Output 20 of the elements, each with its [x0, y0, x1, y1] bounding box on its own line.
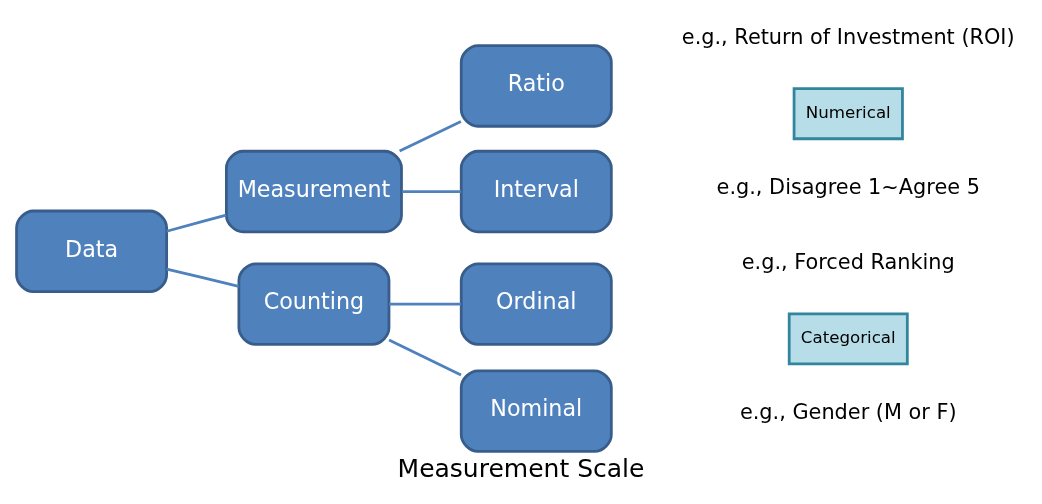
- connector: [388, 338, 462, 377]
- connector: [166, 213, 227, 233]
- label: e.g., Disagree 1~Agree 5: [716, 174, 980, 199]
- node-box: Numerical: [792, 87, 904, 141]
- node-box: Ratio: [459, 44, 613, 128]
- node-box: Ordinal: [459, 262, 613, 346]
- label: e.g., Forced Ranking: [741, 249, 955, 274]
- node-box: Counting: [237, 262, 391, 346]
- node-box: Interval: [459, 149, 613, 234]
- label: e.g., Return of Investment (ROI): [681, 24, 1015, 49]
- connector: [402, 190, 462, 193]
- node-box: Data: [15, 209, 169, 293]
- connector: [166, 267, 239, 288]
- connector: [399, 120, 462, 153]
- label: e.g., Gender (M or F): [739, 399, 957, 424]
- diagram-title: Measurement Scale: [397, 453, 645, 483]
- node-box: Categorical: [787, 312, 909, 366]
- node-box: Nominal: [459, 369, 613, 453]
- connector: [389, 302, 461, 306]
- node-box: Measurement: [225, 149, 403, 234]
